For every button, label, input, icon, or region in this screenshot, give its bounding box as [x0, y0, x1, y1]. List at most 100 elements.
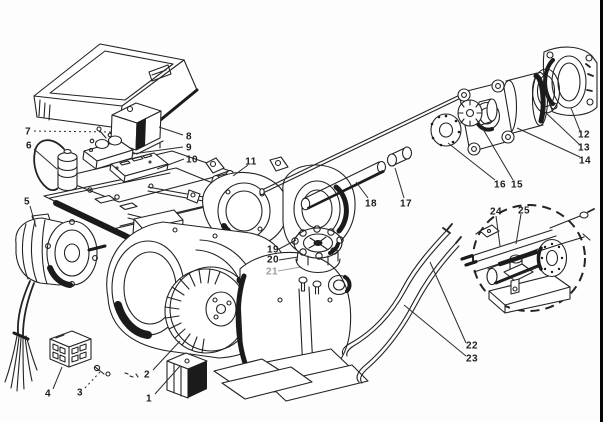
diffuser-screws — [298, 276, 322, 295]
callout-20: 20 — [267, 255, 299, 266]
callout-leader — [29, 205, 37, 228]
support-bracket — [488, 274, 571, 314]
terminal-block — [49, 330, 92, 368]
callout-8: 8 — [158, 126, 192, 143]
callout-18: 18 — [355, 181, 377, 210]
callout-5: 5 — [24, 197, 37, 228]
callout-number: 8 — [186, 132, 192, 143]
callout-7: 7 — [25, 127, 113, 138]
detail-circle — [472, 204, 586, 312]
holder-flange — [536, 238, 568, 278]
callout-leader — [515, 213, 522, 245]
motor-shaft — [87, 244, 107, 252]
callout-leader — [355, 181, 369, 199]
motor — [4, 213, 107, 392]
callout-leader — [278, 256, 299, 261]
callout-number: 3 — [77, 388, 83, 399]
long-rod — [261, 92, 465, 195]
callout-number: 10 — [186, 155, 198, 166]
nozzle-line — [473, 208, 595, 273]
mounting-screws — [89, 126, 117, 144]
relay-block — [82, 135, 134, 170]
callout-number: 11 — [245, 157, 257, 168]
callout-23: 23 — [403, 304, 478, 365]
callout-number: 5 — [24, 197, 30, 208]
callout-number: 9 — [186, 143, 192, 154]
callout-number: 12 — [578, 130, 590, 141]
coupling-15 — [457, 98, 498, 127]
callout-2: 2 — [144, 340, 181, 381]
oil-hoses — [341, 223, 462, 384]
callout-leader — [495, 215, 501, 247]
callout-3: 3 — [77, 371, 101, 399]
callout-leader — [33, 130, 113, 133]
callout-leader — [278, 239, 297, 250]
callout-leader — [447, 142, 496, 181]
callout-leader — [394, 167, 405, 199]
callout-leader — [154, 365, 181, 395]
damper-box — [166, 352, 208, 399]
callout-number: 19 — [267, 245, 279, 256]
callout-number: 23 — [466, 354, 478, 365]
callout-number: 1 — [146, 394, 152, 405]
motor-wires — [17, 280, 35, 336]
flange-group — [430, 46, 598, 156]
frayed-cable-end — [4, 335, 38, 392]
nozzle-holder-detail — [460, 204, 595, 314]
callout-21: 21 — [266, 266, 302, 278]
hinge-bar — [53, 200, 141, 245]
blower-outlet — [213, 251, 369, 402]
callout-number: 2 — [144, 370, 150, 381]
callout-leader — [33, 148, 58, 170]
callout-number: 21 — [266, 267, 278, 278]
diffuser-assembly — [291, 225, 352, 296]
callout-leader — [277, 266, 302, 272]
electrodes — [460, 229, 557, 267]
callout-number: 25 — [518, 206, 530, 217]
callout-24: 24 — [490, 207, 502, 247]
callout-15: 15 — [479, 123, 523, 191]
control-board — [109, 152, 169, 183]
callout-number: 6 — [26, 141, 32, 152]
callout-number: 14 — [579, 156, 591, 167]
callout-number: 15 — [511, 180, 523, 191]
callout-9: 9 — [131, 143, 192, 155]
scan-edge-strip — [600, 0, 603, 422]
callout-12: 12 — [570, 107, 590, 141]
callout-number: 24 — [490, 207, 502, 218]
flanged-disc-16 — [430, 113, 462, 147]
base-tray — [267, 364, 369, 402]
capacitor-wire — [33, 139, 65, 192]
fixing-screws — [93, 364, 139, 378]
callout-1: 1 — [146, 365, 181, 405]
callout-number: 20 — [267, 255, 279, 266]
callout-10: 10 — [156, 155, 198, 170]
callout-16: 16 — [447, 142, 506, 191]
capacitor — [33, 139, 78, 192]
callout-number: 4 — [45, 389, 51, 400]
callout-number: 18 — [365, 199, 377, 210]
callout-22: 22 — [429, 261, 478, 352]
fan-fins — [164, 268, 221, 354]
callout-leader — [52, 366, 63, 390]
callout-leader — [429, 261, 467, 344]
callout-4: 4 — [45, 366, 63, 400]
callout-leader — [131, 146, 184, 155]
callout-13: 13 — [543, 110, 590, 154]
callout-number: 22 — [466, 341, 478, 352]
callout-17: 17 — [394, 167, 412, 210]
callout-number: 7 — [25, 127, 31, 138]
callout-19: 19 — [267, 239, 297, 256]
callout-number: 13 — [578, 143, 590, 154]
callout-leader — [570, 107, 581, 132]
callout-leader — [158, 126, 184, 136]
callout-leader — [156, 158, 185, 170]
cover-hood — [33, 43, 199, 129]
callout-number: 16 — [494, 180, 506, 191]
callout-leader — [152, 340, 181, 371]
callout-number: 17 — [400, 199, 412, 210]
callout-25: 25 — [515, 206, 530, 245]
mounting-flange-12 — [542, 46, 598, 116]
